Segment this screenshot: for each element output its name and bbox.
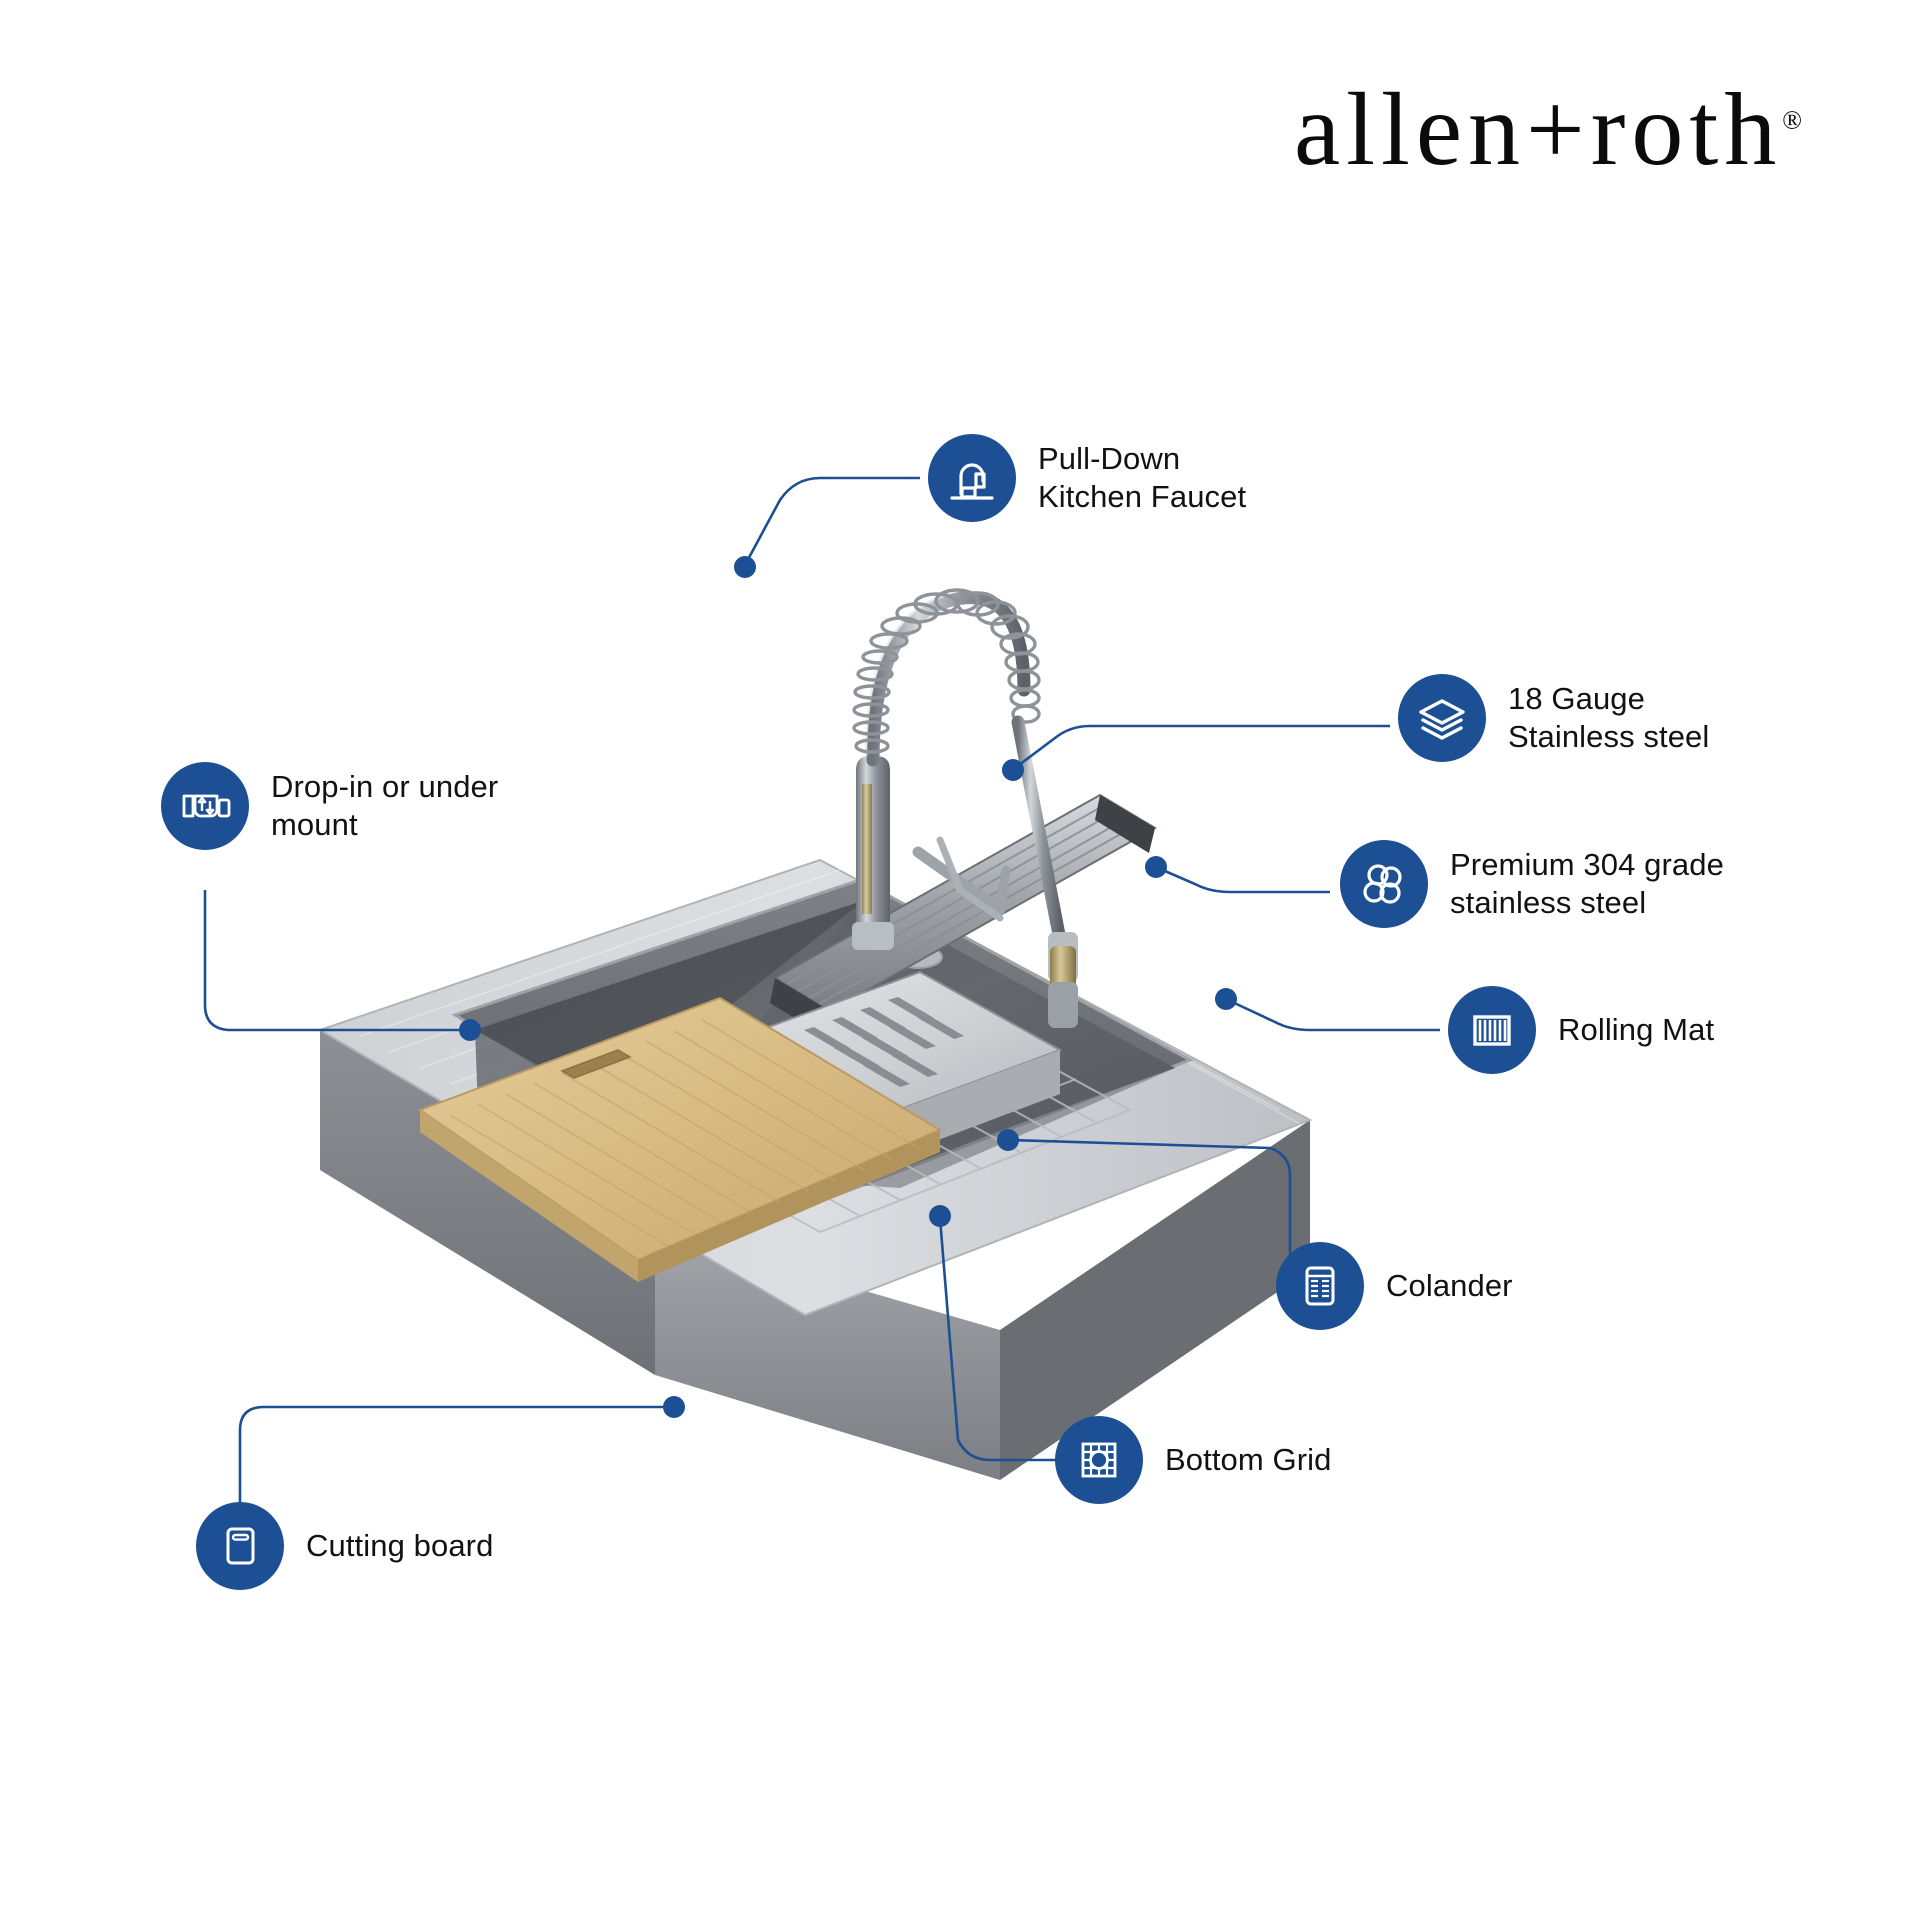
- callout-drop-in-or-under-mount[interactable]: Drop-in or under mount: [161, 762, 498, 850]
- callout-bottom-grid[interactable]: Bottom Grid: [1055, 1416, 1331, 1504]
- circles-cluster-icon: [1340, 840, 1428, 928]
- faucet-icon: [928, 434, 1016, 522]
- callout-label: Premium 304 grade stainless steel: [1450, 846, 1724, 920]
- product-image: [300, 470, 1360, 1530]
- brand-logo: allen+roth®: [1294, 78, 1802, 182]
- callout-label: Bottom Grid: [1165, 1441, 1332, 1477]
- layers-icon: [1398, 674, 1486, 762]
- registered-trademark-icon: ®: [1782, 105, 1802, 135]
- callout-premium-304-grade-stainless-steel[interactable]: Premium 304 grade stainless steel: [1340, 840, 1724, 928]
- mount-type-icon: [161, 762, 249, 850]
- cutting-board-icon: [196, 1502, 284, 1590]
- callout-label: 18 Gauge Stainless steel: [1508, 680, 1710, 754]
- callout-label: Rolling Mat: [1558, 1011, 1715, 1047]
- rolling-mat-icon: [1448, 986, 1536, 1074]
- callout-18-gauge-stainless-steel[interactable]: 18 Gauge Stainless steel: [1398, 674, 1709, 762]
- callout-label: Pull-Down Kitchen Faucet: [1038, 440, 1247, 514]
- callout-colander[interactable]: Colander: [1276, 1242, 1513, 1330]
- callout-label: Colander: [1386, 1267, 1513, 1303]
- bottom-grid-icon: [1055, 1416, 1143, 1504]
- colander-icon: [1276, 1242, 1364, 1330]
- brand-name: allen+roth: [1293, 72, 1783, 187]
- callout-pull-down-kitchen-faucet[interactable]: Pull-Down Kitchen Faucet: [928, 434, 1246, 522]
- callout-rolling-mat[interactable]: Rolling Mat: [1448, 986, 1714, 1074]
- callout-label: Cutting board: [306, 1527, 494, 1563]
- callout-label: Drop-in or under mount: [271, 768, 499, 842]
- callout-cutting-board[interactable]: Cutting board: [196, 1502, 493, 1590]
